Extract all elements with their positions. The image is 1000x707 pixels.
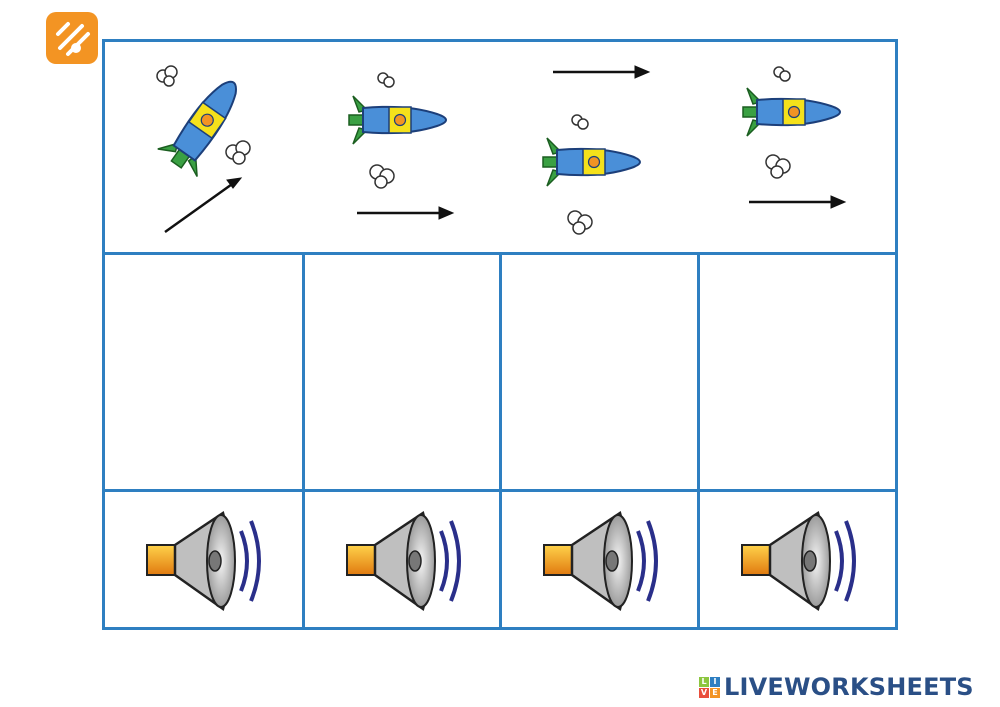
audio-button-2[interactable] [305, 492, 499, 627]
audio-button-3[interactable] [502, 492, 696, 627]
scene-1 [135, 42, 333, 252]
grid-divider [105, 252, 895, 255]
smoke-puff-icon [567, 114, 593, 235]
arrow-right-icon [749, 195, 847, 209]
live-tiles-icon: L I V E [699, 676, 720, 698]
rocket-right-icon [742, 87, 841, 137]
rocket-right-icon [542, 137, 641, 187]
speaker-icon [543, 511, 658, 612]
grid-divider [302, 255, 305, 627]
answer-box-3[interactable] [502, 255, 696, 489]
answer-box-1[interactable] [105, 255, 299, 489]
scene-2 [333, 42, 531, 252]
speaker-icon [146, 511, 261, 612]
speaker-icon [346, 511, 461, 612]
arrow-right-icon [553, 65, 651, 79]
scene-4 [729, 42, 927, 252]
liveworksheets-brand[interactable]: L I V E LIVEWORKSHEETS [699, 672, 974, 702]
arrow-right-icon [357, 206, 455, 220]
smoke-puff-icon [156, 65, 251, 165]
smoke-puff-icon [369, 72, 395, 189]
grid-divider [499, 255, 502, 627]
smoke-puff-icon [765, 66, 791, 179]
answer-box-4[interactable] [700, 255, 894, 489]
answer-box-2[interactable] [305, 255, 499, 489]
grid-divider [697, 255, 700, 627]
rocket-right-icon [348, 95, 447, 145]
speaker-icon [741, 511, 856, 612]
audio-button-1[interactable] [105, 492, 299, 627]
brand-wordmark: LIVEWORKSHEETS [724, 673, 974, 701]
worksheet-grid [102, 39, 898, 630]
liveworksheets-logo-icon[interactable] [46, 12, 98, 64]
rocket-diagonal-up-icon [157, 80, 237, 177]
scene-3 [531, 42, 729, 252]
arrow-up-right-icon [164, 177, 243, 234]
audio-button-4[interactable] [700, 492, 894, 627]
